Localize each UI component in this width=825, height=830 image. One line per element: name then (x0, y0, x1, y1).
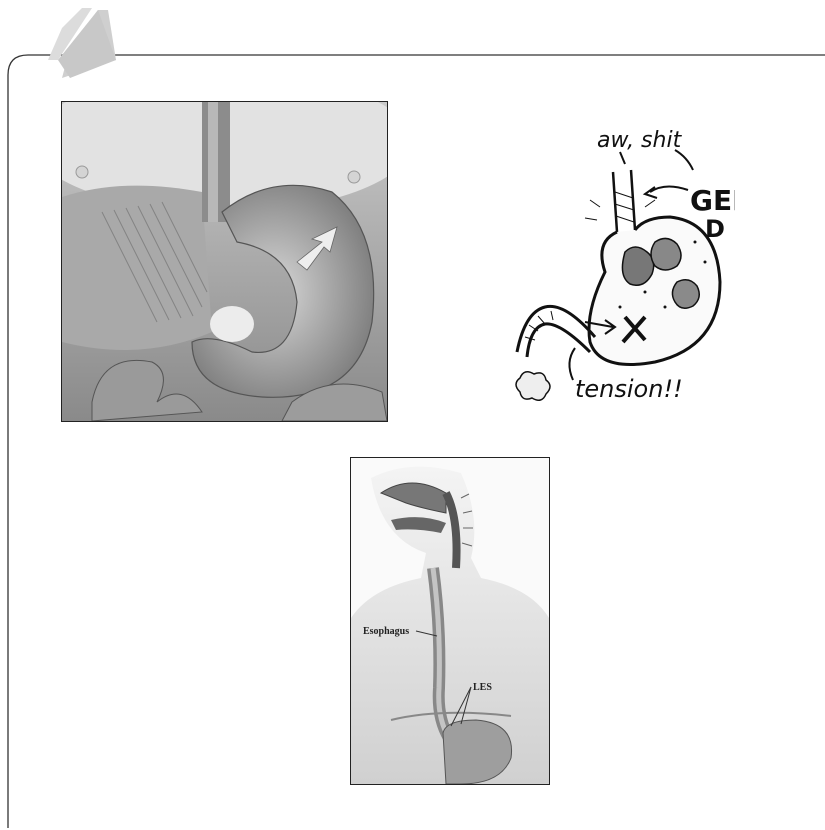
cartoon-label-tension: tension!! (575, 375, 683, 403)
gerd-cartoon: aw, shit GER D tensio (505, 112, 735, 417)
esophagus-diagram: Esophagus LES (350, 457, 550, 785)
label-esophagus: Esophagus (363, 626, 409, 637)
stomach-anatomy-illustration (61, 101, 388, 422)
corner-logo-icon (48, 8, 116, 78)
label-les: LES (473, 682, 492, 693)
cartoon-label-top: aw, shit (597, 128, 683, 153)
cartoon-label-gerd: GER (690, 184, 735, 217)
